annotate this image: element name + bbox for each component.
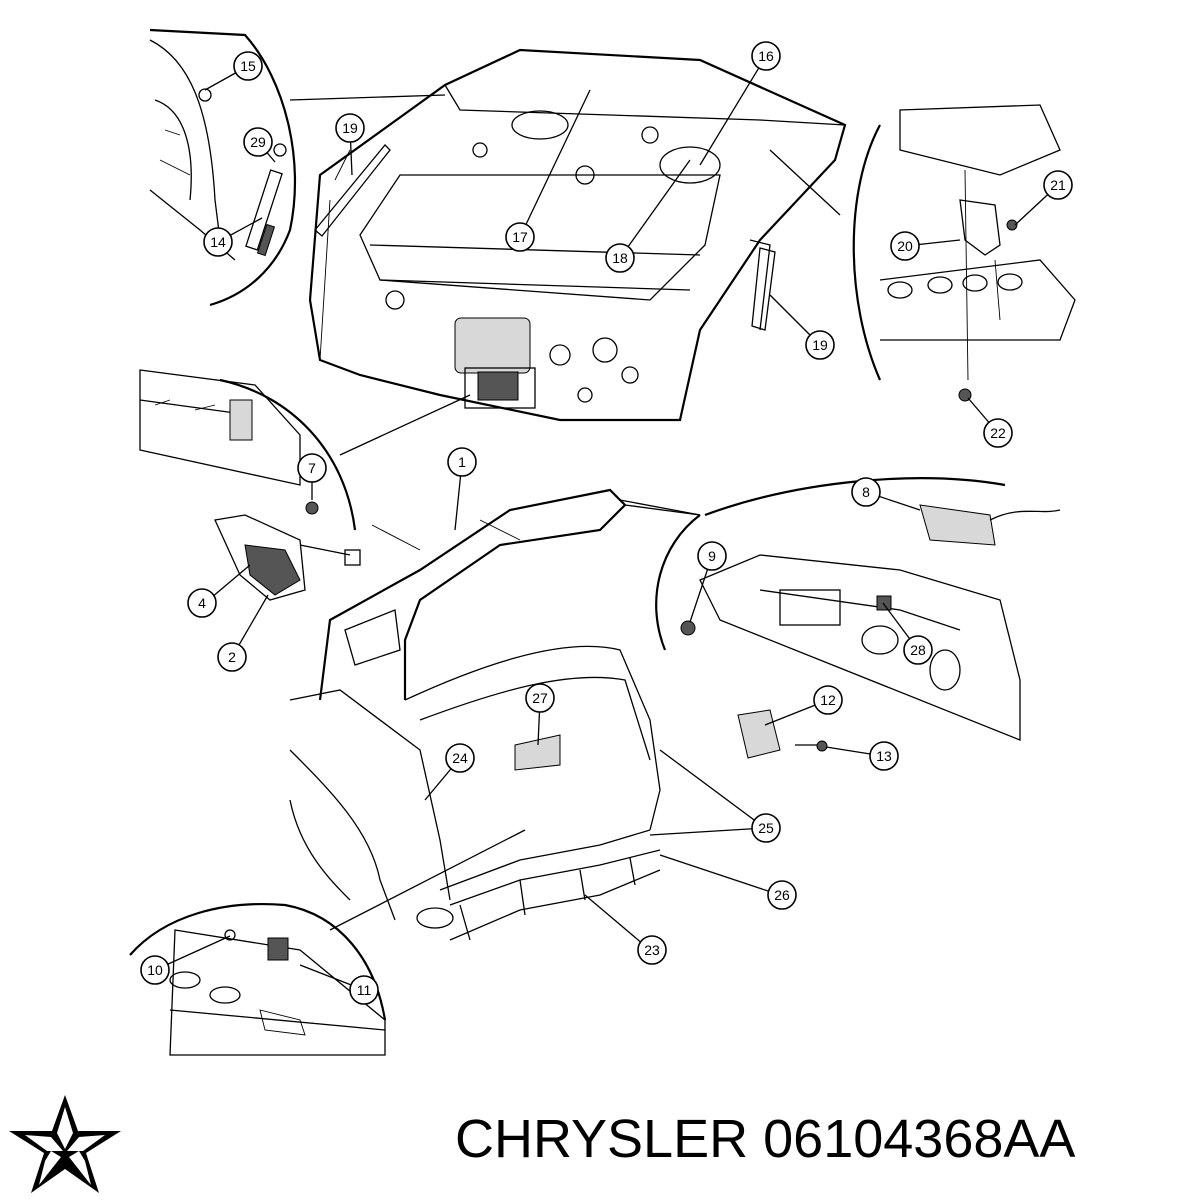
callout-28: 28 — [903, 635, 933, 665]
leader-inset-2 — [769, 149, 841, 216]
seal-strip-right — [751, 247, 776, 331]
svg-text:4: 4 — [198, 595, 206, 611]
svg-text:20: 20 — [897, 238, 913, 254]
svg-text:26: 26 — [774, 887, 790, 903]
trunk-lid-inner-panel — [308, 48, 847, 422]
callout-19-left: 19 — [335, 113, 365, 143]
callout-24: 24 — [445, 743, 475, 773]
leader-inset-3 — [339, 394, 471, 456]
svg-text:19: 19 — [342, 120, 358, 136]
callout-10: 10 — [140, 955, 170, 985]
callout-12: 12 — [813, 685, 843, 715]
callout-20: 20 — [890, 231, 920, 261]
svg-text:19: 19 — [812, 337, 828, 353]
trunk-body — [289, 488, 701, 941]
svg-text:22: 22 — [990, 425, 1006, 441]
inset-release-switch — [655, 477, 1061, 741]
leader-inset-4 — [619, 499, 701, 516]
svg-text:11: 11 — [357, 982, 372, 998]
inset-lid-hinge — [852, 104, 1076, 402]
leader-inset-1 — [289, 94, 446, 101]
callout-19-right: 19 — [805, 330, 835, 360]
callout-16: 16 — [751, 41, 781, 71]
inset-rear-panel — [129, 902, 387, 1056]
callout-15: 15 — [233, 51, 263, 81]
svg-text:25: 25 — [758, 820, 774, 836]
callout-14: 14 — [203, 227, 233, 257]
svg-text:28: 28 — [910, 642, 926, 658]
svg-text:14: 14 — [210, 234, 226, 250]
part-caption: CHRYSLER 06104368AA — [455, 1108, 1195, 1170]
callout-4: 4 — [187, 588, 217, 618]
svg-text:8: 8 — [862, 484, 870, 500]
svg-text:13: 13 — [876, 748, 892, 764]
callout-21: 21 — [1043, 170, 1073, 200]
svg-text:1: 1 — [458, 454, 466, 470]
callout-26: 26 — [767, 880, 797, 910]
svg-text:9: 9 — [708, 548, 716, 564]
part-number: 06104368AA — [763, 1109, 1076, 1169]
callout-18: 18 — [605, 243, 635, 273]
callout-2: 2 — [217, 642, 247, 672]
brand-name: CHRYSLER — [455, 1109, 749, 1169]
callout-25: 25 — [751, 813, 781, 843]
svg-text:10: 10 — [147, 962, 163, 978]
seal-strip-left — [314, 144, 391, 237]
svg-text:27: 27 — [532, 690, 548, 706]
leader-inset-5 — [329, 829, 526, 931]
callout-8: 8 — [851, 477, 881, 507]
callout-23: 23 — [637, 935, 667, 965]
svg-text:7: 7 — [308, 460, 316, 476]
svg-text:18: 18 — [612, 250, 628, 266]
svg-text:15: 15 — [240, 58, 256, 74]
svg-text:2: 2 — [228, 649, 236, 665]
svg-text:21: 21 — [1050, 177, 1066, 193]
callout-7: 7 — [297, 453, 327, 483]
bracket-12 — [737, 709, 828, 759]
svg-text:29: 29 — [250, 134, 266, 150]
callout-27: 27 — [525, 683, 555, 713]
svg-text:23: 23 — [644, 942, 660, 958]
inset-latch — [139, 369, 361, 601]
inset-hinge-strut — [149, 28, 297, 307]
callout-1: 1 — [447, 447, 477, 477]
callout-13: 13 — [869, 741, 899, 771]
callout-22: 22 — [983, 418, 1013, 448]
chrysler-star-logo — [9, 1095, 121, 1193]
callout-29: 29 — [243, 127, 273, 157]
svg-text:12: 12 — [820, 692, 836, 708]
svg-text:16: 16 — [758, 48, 774, 64]
callout-11: 11 — [349, 975, 379, 1005]
callout-17: 17 — [505, 222, 535, 252]
callout-9: 9 — [697, 541, 727, 571]
svg-text:17: 17 — [512, 229, 528, 245]
svg-text:24: 24 — [452, 750, 468, 766]
